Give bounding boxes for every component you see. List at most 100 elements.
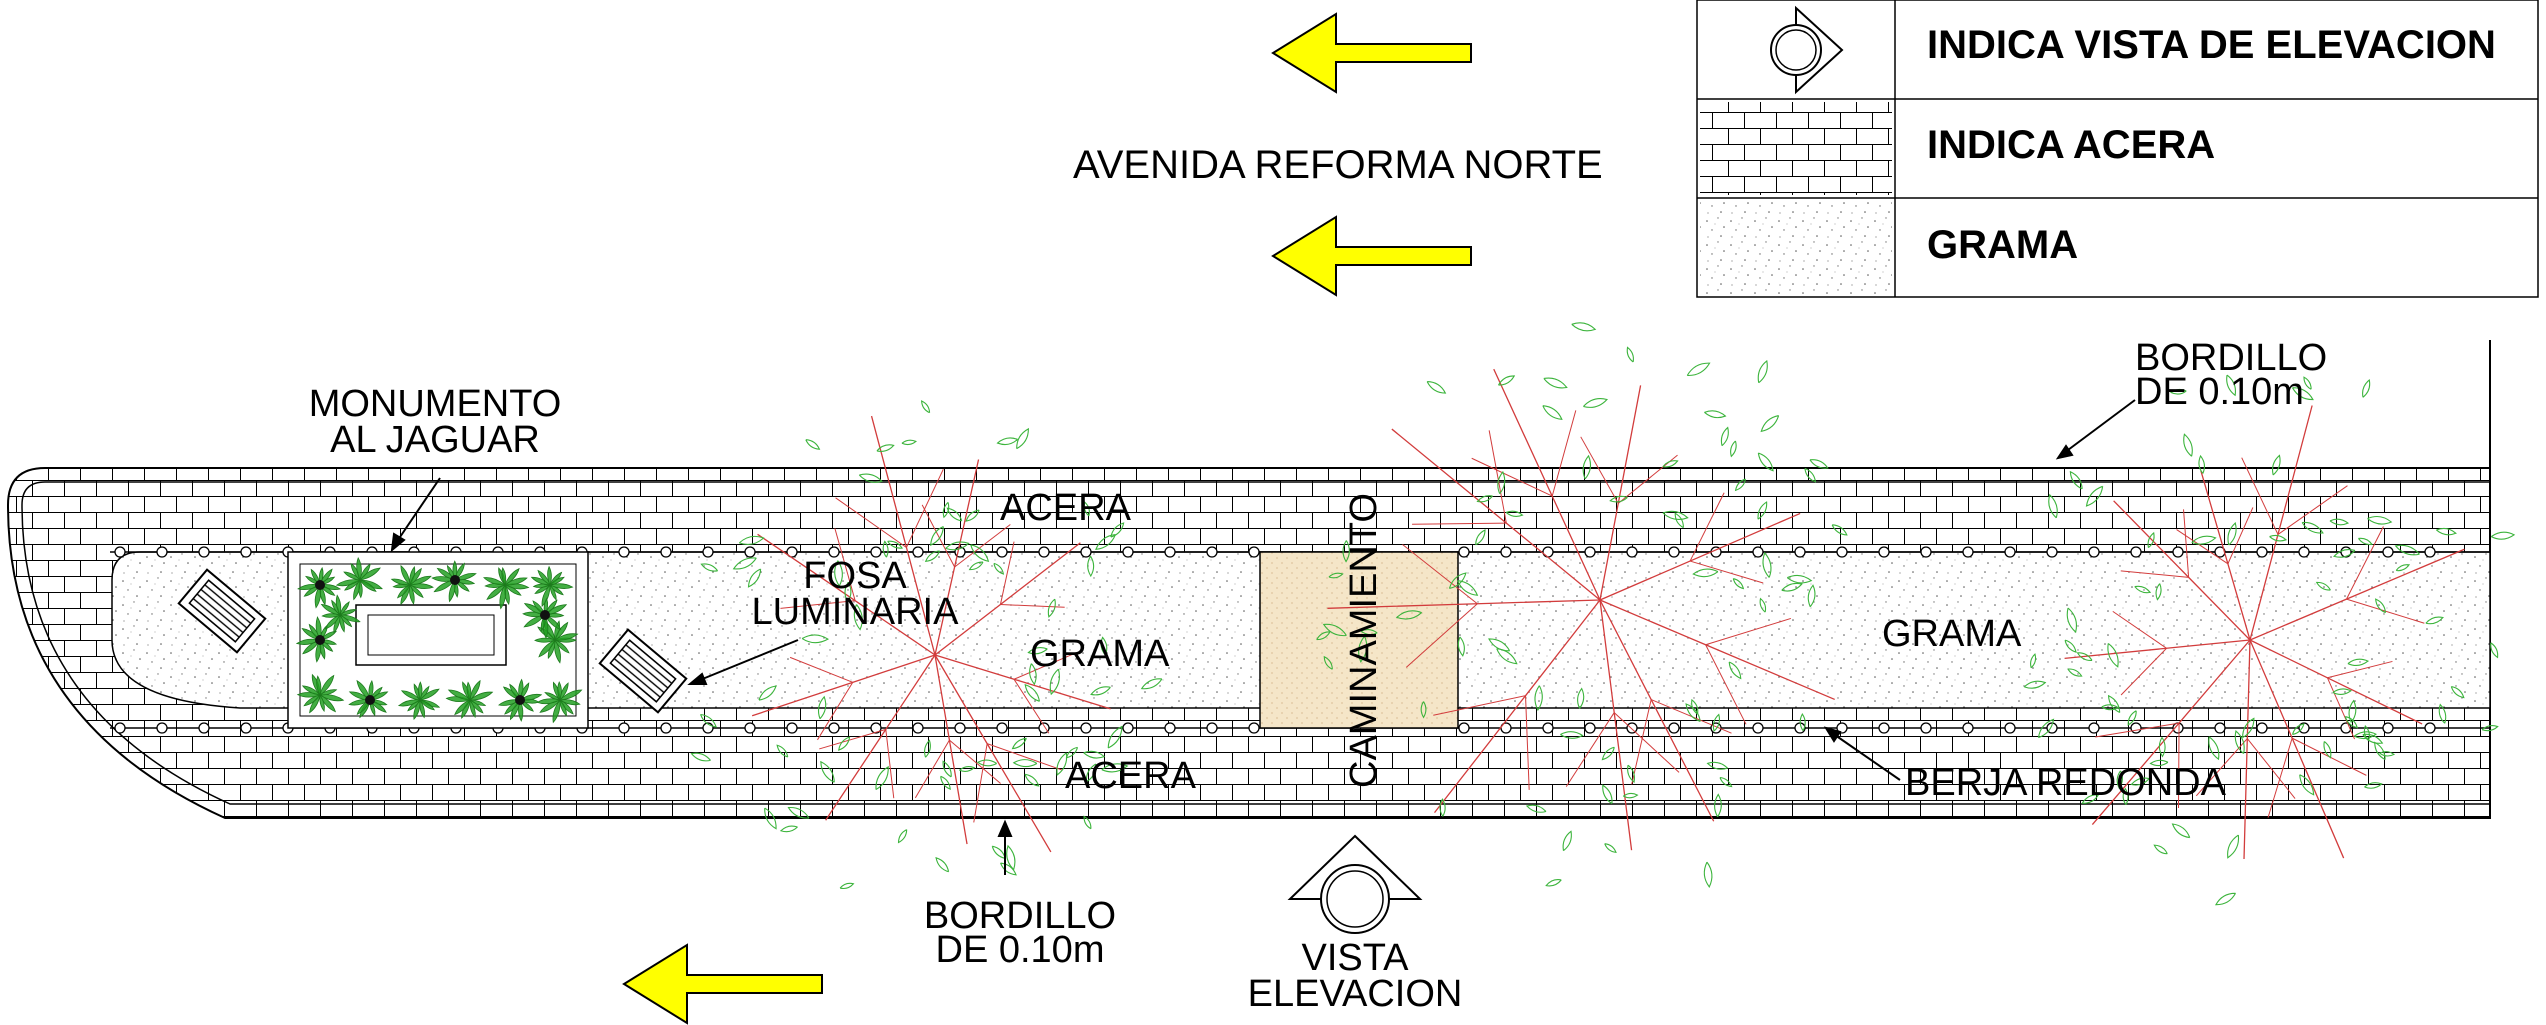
legend-label-grama: GRAMA [1927, 223, 2078, 267]
fence-post [954, 722, 966, 734]
fence-post [1584, 546, 1596, 558]
fence-post [1626, 546, 1638, 558]
shrub [445, 679, 494, 719]
legend-label-acera: INDICA ACERA [1927, 123, 2215, 167]
fence-post [2046, 546, 2058, 558]
fence-post [1248, 546, 1260, 558]
fence-post [1836, 722, 1848, 734]
pedestrian-path [1259, 551, 1459, 729]
acera-top-label: ACERA [1000, 487, 1132, 529]
fence-post [2382, 722, 2394, 734]
fence-post [1626, 722, 1638, 734]
shrub [297, 566, 342, 609]
fence-post [912, 546, 924, 558]
fence-post [198, 722, 210, 734]
shrub [530, 565, 574, 608]
shrub [431, 560, 477, 603]
fence-post [2172, 546, 2184, 558]
direction-arrow-top [1271, 12, 1472, 94]
fence-post [1878, 722, 1890, 734]
fence-post [702, 546, 714, 558]
fence-post [744, 546, 756, 558]
direction-arrow-bottom [622, 943, 823, 1025]
fence-post [1542, 722, 1554, 734]
fence-post [1962, 546, 1974, 558]
monument-label-line2: AL JAGUAR [330, 419, 540, 461]
shrub [522, 597, 568, 639]
fence-post [912, 722, 924, 734]
fence-post [1920, 546, 1932, 558]
shrub [335, 556, 383, 601]
shrub [397, 681, 441, 721]
fence-post [2088, 722, 2100, 734]
berja-redonda-label: BERJA REDONDA [1905, 762, 2227, 804]
fence-post [996, 722, 1008, 734]
fence-post [1836, 546, 1848, 558]
street-name: AVENIDA REFORMA NORTE [1073, 143, 1603, 187]
fence-post [2298, 722, 2310, 734]
tree-canopy [2023, 374, 2516, 906]
fosa-label-line1: FOSA [803, 555, 907, 597]
fence-post [2130, 722, 2142, 734]
monument-planting [295, 556, 583, 724]
fence-post [786, 722, 798, 734]
fence-post [2088, 546, 2100, 558]
bordillo-bottom-line2: DE 0.10m [936, 929, 1105, 971]
elevation-view-marker-icon [1287, 834, 1423, 934]
fosa-label-line2: LUMINARIA [752, 591, 960, 633]
fence-post [996, 546, 1008, 558]
shrub [483, 566, 530, 610]
fence-post [2256, 546, 2268, 558]
fence-post [2004, 722, 2016, 734]
fence-post [2382, 546, 2394, 558]
light-pit-grate-left [177, 568, 267, 654]
fence-post [2424, 546, 2436, 558]
bordillo-top-line2: DE 0.10m [2135, 371, 2304, 413]
fence-post [2214, 722, 2226, 734]
fence-post [1206, 722, 1218, 734]
fence-post [1752, 546, 1764, 558]
fence-post [1038, 546, 1050, 558]
grama-right-label: GRAMA [1882, 613, 2022, 655]
shrub [536, 681, 583, 724]
fence-post [1122, 546, 1134, 558]
direction-arrow-middle [1271, 215, 1472, 297]
fence-post [240, 722, 252, 734]
grass-stipple-icon [1700, 201, 1892, 294]
fence-post [870, 722, 882, 734]
bordillo-top-line1: BORDILLO [2135, 337, 2327, 379]
fence-post [1122, 722, 1134, 734]
shrub [390, 565, 434, 605]
paving-pattern-icon [1700, 102, 1892, 195]
fence-post [1962, 722, 1974, 734]
round-fence-posts [114, 546, 2436, 734]
tree-canopy [1316, 322, 1848, 888]
fence-post [660, 546, 672, 558]
fence-post [1248, 722, 1260, 734]
fence-post [2298, 546, 2310, 558]
elevation-view-symbol-icon [1770, 5, 1844, 95]
drawing-labels: MONUMENTO AL JAGUAR FOSA LUMINARIA ACERA… [309, 337, 2327, 1015]
fence-post [1794, 546, 1806, 558]
fence-post [1542, 546, 1554, 558]
tree-canopy [690, 400, 1163, 890]
fence-post [1164, 722, 1176, 734]
shrub [348, 679, 389, 719]
fence-post [114, 546, 126, 558]
fence-post [1206, 546, 1218, 558]
fence-post [1920, 722, 1932, 734]
shrub [295, 616, 338, 663]
fence-post [618, 546, 630, 558]
shrub [320, 594, 361, 634]
fence-post [1080, 546, 1092, 558]
tree-canopies [690, 322, 2516, 906]
shrub [497, 678, 543, 722]
fence-post [1458, 546, 1470, 558]
fence-post [828, 722, 840, 734]
fence-post [240, 546, 252, 558]
shrub [296, 673, 345, 714]
light-pit-grate-right [598, 628, 688, 714]
legend-label-elevation: INDICA VISTA DE ELEVACION [1927, 23, 2496, 67]
grama-left-label: GRAMA [1030, 633, 1170, 675]
